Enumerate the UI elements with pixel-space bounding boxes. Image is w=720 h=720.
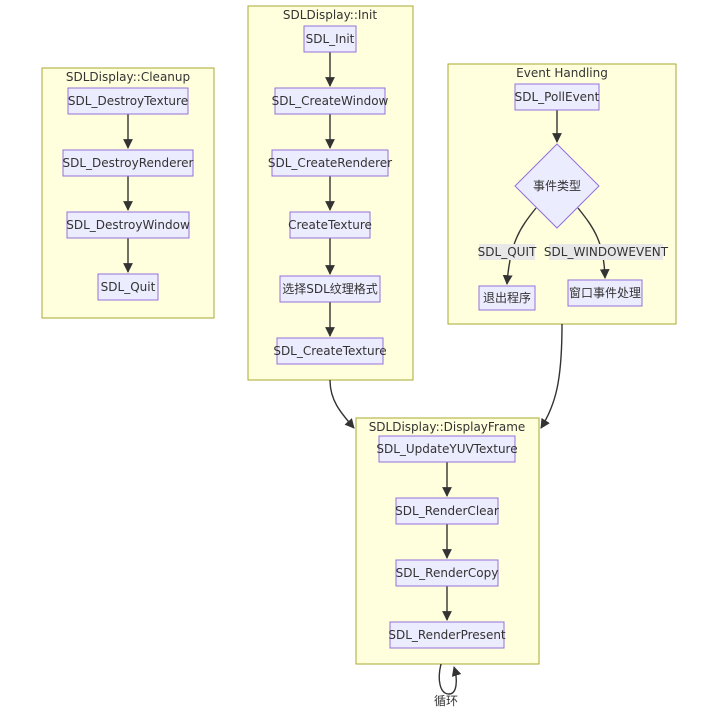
node-window-event-handling: 窗口事件处理 — [567, 279, 643, 307]
cluster-cleanup-title: SDLDisplay::Cleanup — [66, 70, 190, 84]
node-choose-texture-format: 选择SDL纹理格式 — [279, 275, 381, 303]
node-sdl-create-window: SDL_CreateWindow — [272, 87, 389, 115]
node-sdl-quit-label: SDL_Quit — [101, 280, 156, 294]
edge-label-loop-text: 循环 — [434, 694, 458, 708]
edges — [123, 52, 610, 695]
node-sdl-create-renderer: SDL_CreateRenderer — [268, 149, 392, 177]
node-create-texture: CreateTexture — [288, 211, 372, 239]
node-sdl-destroy-renderer-label: SDL_DestroyRenderer — [62, 156, 193, 170]
node-sdl-render-copy: SDL_RenderCopy — [395, 559, 499, 587]
node-sdl-destroy-texture-label: SDL_DestroyTexture — [68, 94, 188, 108]
node-sdl-poll-event-label: SDL_PollEvent — [515, 90, 600, 104]
cluster-init-title: SDLDisplay::Init — [283, 8, 377, 22]
node-sdl-destroy-window-label: SDL_DestroyWindow — [66, 218, 190, 232]
cluster-display-frame-title: SDLDisplay::DisplayFrame — [369, 420, 526, 434]
node-sdl-init-label: SDL_Init — [306, 32, 355, 46]
node-sdl-update-yuv-texture: SDL_UpdateYUVTexture — [376, 435, 518, 463]
node-sdl-render-present: SDL_RenderPresent — [388, 621, 506, 649]
node-sdl-quit: SDL_Quit — [97, 273, 159, 301]
node-sdl-create-window-label: SDL_CreateWindow — [272, 94, 389, 108]
node-sdl-create-texture: SDL_CreateTexture — [273, 337, 387, 365]
node-sdl-render-present-label: SDL_RenderPresent — [388, 628, 506, 642]
node-sdl-init: SDL_Init — [303, 25, 357, 53]
node-sdl-update-yuv-texture-label: SDL_UpdateYUVTexture — [376, 442, 517, 456]
node-choose-texture-format-label: 选择SDL纹理格式 — [282, 281, 378, 296]
node-window-event-handling-label: 窗口事件处理 — [569, 286, 641, 300]
node-sdl-destroy-texture: SDL_DestroyTexture — [67, 87, 189, 115]
node-sdl-destroy-renderer: SDL_DestroyRenderer — [62, 149, 194, 177]
node-sdl-poll-event: SDL_PollEvent — [514, 83, 600, 111]
edge-label-sdl-windowevent: SDL_WINDOWEVENT — [544, 244, 669, 260]
node-event-type-label: 事件类型 — [533, 179, 581, 193]
node-exit-program-label: 退出程序 — [483, 290, 531, 305]
edge-label-sdl-windowevent-text: SDL_WINDOWEVENT — [544, 245, 669, 259]
node-exit-program: 退出程序 — [478, 285, 536, 311]
node-create-texture-label: CreateTexture — [288, 218, 372, 232]
edge-label-loop: 循环 — [434, 694, 458, 708]
edge-label-sdl-quit-text: SDL_QUIT — [478, 245, 537, 259]
node-sdl-create-texture-label: SDL_CreateTexture — [273, 344, 386, 358]
node-sdl-destroy-window: SDL_DestroyWindow — [66, 211, 190, 239]
cluster-event-handling-title: Event Handling — [516, 66, 608, 80]
node-sdl-create-renderer-label: SDL_CreateRenderer — [268, 156, 392, 170]
node-sdl-render-clear: SDL_RenderClear — [395, 497, 499, 525]
node-sdl-render-copy-label: SDL_RenderCopy — [396, 566, 499, 580]
edge-label-sdl-quit: SDL_QUIT — [478, 244, 537, 260]
node-event-type-decision: 事件类型 — [514, 143, 600, 229]
node-sdl-render-clear-label: SDL_RenderClear — [395, 504, 499, 518]
